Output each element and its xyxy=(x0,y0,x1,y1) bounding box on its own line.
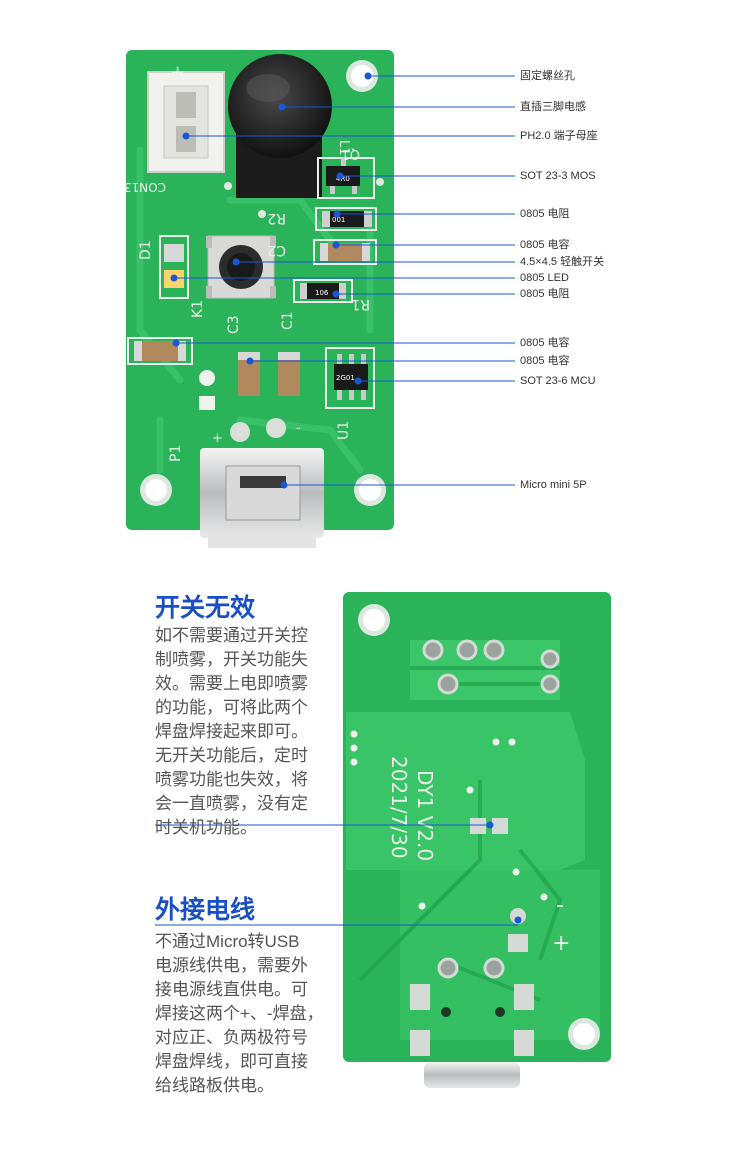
micro-usb-front xyxy=(200,448,324,548)
callout-mcu: SOT 23-6 MCU xyxy=(520,375,596,387)
text-line: 效。需要上电即喷雾 xyxy=(155,674,308,693)
text-line: 电源线供电，需要外 xyxy=(155,956,308,975)
callout-mos: SOT 23-3 MOS xyxy=(520,170,596,182)
callout-inductor: 直插三脚电感 xyxy=(520,101,586,113)
section-switch-title: 开关无效 xyxy=(155,594,256,622)
svg-text:2021/7/30: 2021/7/30 xyxy=(387,756,411,859)
callout-capacitor-3: 0805 电容 xyxy=(520,355,570,367)
ph2-connector xyxy=(147,71,225,173)
svg-text:C2: C2 xyxy=(267,242,286,258)
svg-text:U1: U1 xyxy=(336,421,352,440)
callout-capacitor-2: 0805 电容 xyxy=(520,337,570,349)
callout-lines xyxy=(174,75,515,486)
inductor xyxy=(228,54,332,198)
callout-tactile-switch: 4.5×4.5 轻触开关 xyxy=(520,256,605,268)
svg-text:P1: P1 xyxy=(168,445,184,462)
callout-led: 0805 LED xyxy=(520,272,569,284)
text-line: 焊盘焊接起来即可。 xyxy=(155,722,308,741)
svg-text:-: - xyxy=(296,421,301,436)
text-line: 不通过Micro转USB xyxy=(155,932,300,951)
svg-text:+: + xyxy=(170,62,185,83)
capacitor-c2 xyxy=(313,239,377,265)
svg-text:L1: L1 xyxy=(336,140,351,156)
text-line: 焊接这两个+、-焊盘， xyxy=(155,1004,324,1023)
section-wire-body: 不通过Micro转USB 电源线供电，需要外 接电源线直供电。可 焊接这两个+、… xyxy=(155,930,335,1098)
text-line: 制喷雾，开关功能失 xyxy=(155,650,308,669)
capacitor-c3 xyxy=(127,337,193,365)
callout-resistor-2: 0805 电阻 xyxy=(520,288,570,300)
text-line: 会一直喷雾，没有定 xyxy=(155,794,308,813)
text-line: 接电源线直供电。可 xyxy=(155,980,308,999)
section-switch-body: 如不需要通过开关控 制喷雾，开关功能失 效。需要上电即喷雾 的功能，可将此两个 … xyxy=(155,624,335,840)
svg-text:R2: R2 xyxy=(267,210,286,226)
text-line: 焊盘焊线，即可直接 xyxy=(155,1052,308,1071)
svg-text:106: 106 xyxy=(315,289,329,297)
svg-text:+: + xyxy=(212,431,223,446)
svg-text:001: 001 xyxy=(332,216,345,224)
text-line: 时关机功能。 xyxy=(155,818,257,837)
text-line: 给线路板供电。 xyxy=(155,1076,274,1095)
text-line: 无开关功能后，定时 xyxy=(155,746,308,765)
svg-text:D1: D1 xyxy=(138,240,154,260)
svg-text:C3: C3 xyxy=(226,315,242,334)
svg-text:Q1: Q1 xyxy=(341,146,360,161)
svg-text:DY1 V2.0: DY1 V2.0 xyxy=(413,770,437,861)
svg-text:CON13: CON13 xyxy=(124,180,166,194)
back-pcb: DY1 V2.0 2021/7/30 - + xyxy=(343,592,611,1088)
svg-text:2G01: 2G01 xyxy=(336,374,355,382)
text-line: 的功能，可将此两个 xyxy=(155,698,308,717)
front-silkscreen: + CON13 L1 Q1 R2 C2 D1 K1 C3 C1 R1 U1 P1… xyxy=(124,62,370,462)
svg-text:-: - xyxy=(556,893,564,918)
front-pcb: + CON13 L1 Q1 R2 C2 D1 K1 C3 C1 R1 U1 P1… xyxy=(124,50,394,548)
callout-resistor-1: 0805 电阻 xyxy=(520,208,570,220)
section-wire-title: 外接电线 xyxy=(155,896,256,924)
text-line: 如不需要通过开关控 xyxy=(155,626,308,645)
section-callouts xyxy=(155,821,522,926)
callout-micro-usb: Micro mini 5P xyxy=(520,479,587,491)
svg-text:C1: C1 xyxy=(280,311,296,330)
callout-capacitor-1: 0805 电容 xyxy=(520,239,570,251)
svg-text:4R0: 4R0 xyxy=(336,175,350,183)
svg-text:K1: K1 xyxy=(190,300,206,318)
mcu-chip xyxy=(325,347,375,409)
text-line: 喷雾功能也失效，将 xyxy=(155,770,308,789)
capacitor-c1 xyxy=(238,352,300,396)
tactile-switch xyxy=(206,235,276,299)
resistor-r2 xyxy=(315,207,377,231)
back-silkscreen: DY1 V2.0 2021/7/30 - + xyxy=(387,756,570,956)
callout-dots xyxy=(170,72,372,489)
svg-text:+: + xyxy=(552,931,570,956)
callout-mounting-hole: 固定螺丝孔 xyxy=(520,70,575,82)
svg-text:R1: R1 xyxy=(351,296,370,312)
callout-ph2-connector: PH2.0 端子母座 xyxy=(520,130,598,142)
text-line: 对应正、负两极符号 xyxy=(155,1028,308,1047)
